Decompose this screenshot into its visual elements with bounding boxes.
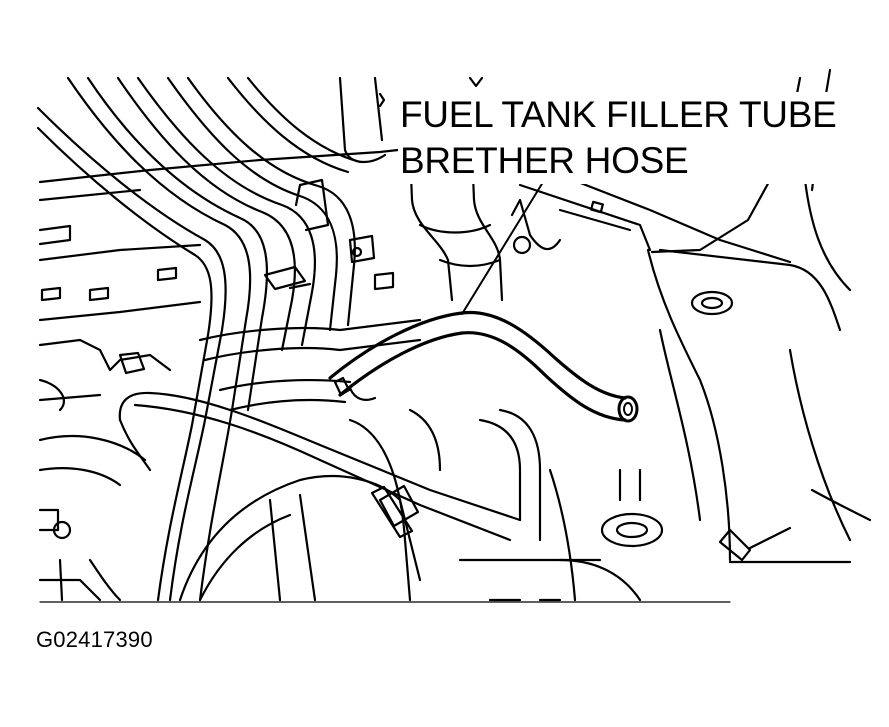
callout-label: FUEL TANK FILLER TUBE BRETHER HOSE (398, 92, 841, 184)
figure-id: G02417390 (36, 627, 153, 652)
callout-line-2: BRETHER HOSE (400, 140, 689, 181)
lower-crossmember (38, 418, 642, 602)
brake-fuel-line-bundle (36, 76, 362, 602)
line-clips-and-connectors (38, 178, 395, 322)
left-engine-components (38, 338, 172, 412)
cross-lines (118, 318, 542, 542)
callout-line-1: FUEL TANK FILLER TUBE (400, 94, 837, 135)
callout-leader-line (461, 173, 549, 315)
breather-hose (328, 310, 639, 423)
right-side-bracket (600, 248, 872, 564)
